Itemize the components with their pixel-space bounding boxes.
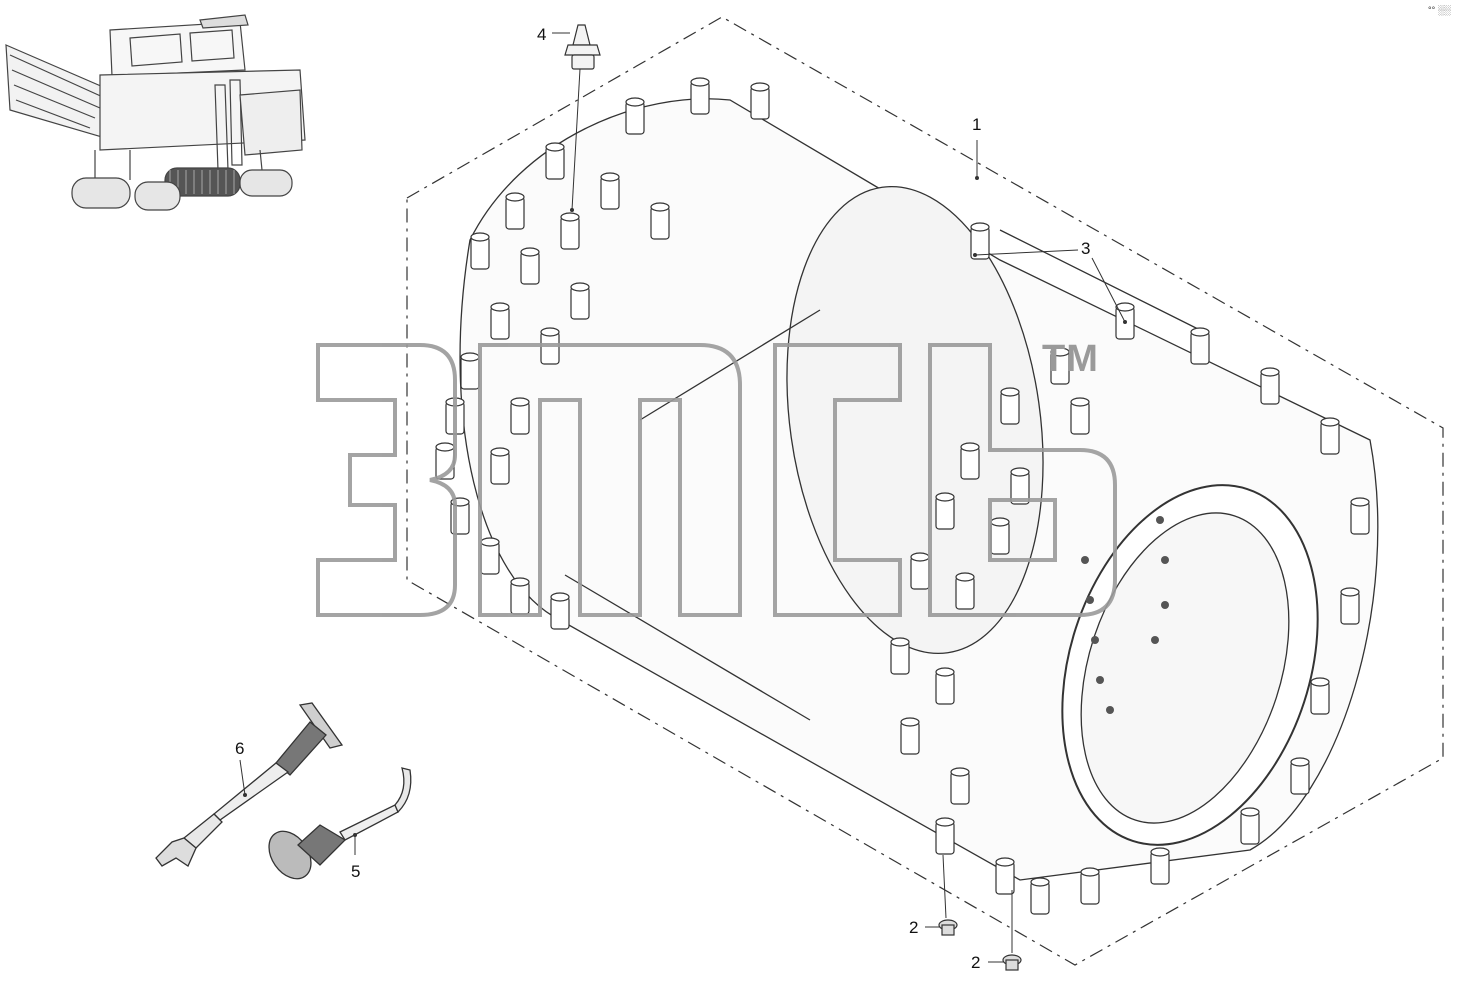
watermark-trademark: TM [1042, 338, 1099, 380]
callout-2a: 2 [909, 918, 919, 937]
tooth-holders-right [890, 302, 1370, 915]
insertion-tool-part-5 [268, 767, 412, 880]
flange-bolt-holes [1081, 516, 1169, 714]
corner-mark: °° ░░ [1428, 5, 1451, 15]
callout-2b: 2 [971, 953, 981, 972]
retaining-bolt-part-2b [1002, 954, 1022, 971]
retaining-bolt-part-2a [938, 919, 958, 936]
milling-drum-assembly [459, 98, 1379, 881]
callout-6: 6 [235, 739, 245, 758]
watermark-logo [316, 343, 1117, 617]
leader-lines [239, 32, 1126, 963]
callout-4: 4 [537, 25, 547, 44]
cutting-tooth-part-4 [564, 24, 601, 70]
callout-3: 3 [1081, 239, 1091, 258]
leader-dots [243, 176, 1127, 837]
machine-overview-illustration [5, 14, 306, 211]
callout-1: 1 [972, 115, 982, 134]
tooth-holders-left [435, 77, 990, 630]
callout-5: 5 [351, 862, 361, 881]
extraction-tool-part-6 [155, 702, 344, 867]
